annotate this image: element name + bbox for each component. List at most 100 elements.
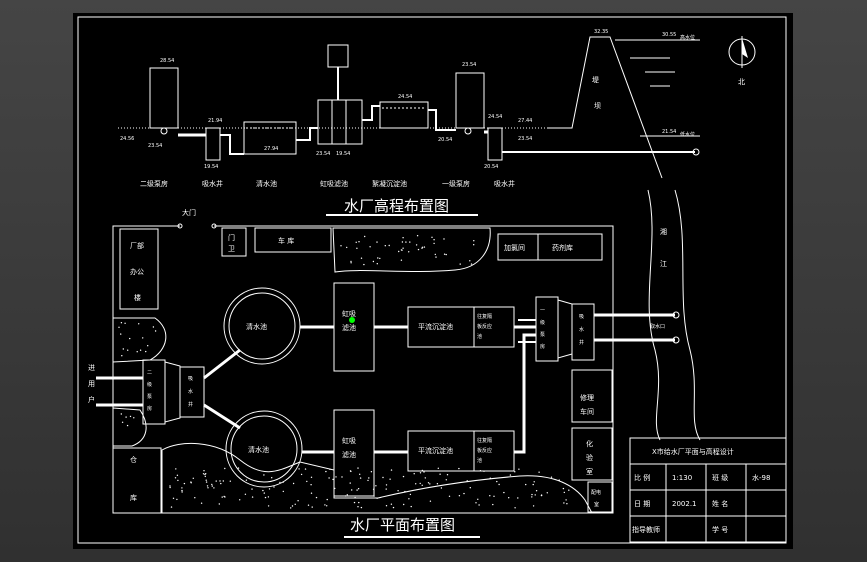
grass-dot <box>375 485 377 487</box>
svg-text:滤池: 滤池 <box>342 323 356 332</box>
grass-dot <box>181 491 183 493</box>
grass-dot <box>282 490 284 493</box>
river-bank <box>674 189 701 441</box>
grass-dot <box>325 470 327 473</box>
svg-text:日 期: 日 期 <box>634 500 650 508</box>
grass-dot <box>400 249 403 251</box>
grass-dot <box>384 245 386 247</box>
plan-repair-shop <box>571 369 613 423</box>
grass-dot <box>211 485 213 487</box>
svg-text:室: 室 <box>586 467 593 476</box>
svg-text:平流沉淀池: 平流沉淀池 <box>418 446 453 455</box>
svg-text:户: 户 <box>88 395 95 404</box>
grass-dot <box>540 494 543 497</box>
grass-dot <box>292 482 295 485</box>
elev-label: 19.54 <box>336 151 350 157</box>
grass-dot <box>202 473 205 475</box>
grass-dot <box>417 248 420 251</box>
grass-dot <box>181 489 183 492</box>
svg-text:修理: 修理 <box>580 393 594 402</box>
river-bank <box>647 189 661 441</box>
grass-dot <box>360 506 363 509</box>
plan-pipe <box>514 333 536 454</box>
plan-title: 水厂平面布置图 <box>350 516 455 534</box>
svg-text:水: 水 <box>188 388 193 395</box>
svg-text:加氯间: 加氯间 <box>504 243 525 252</box>
grass-dot <box>392 506 395 509</box>
grass-dot <box>409 493 412 496</box>
plan-warehouse <box>112 447 162 514</box>
grass-dot <box>341 476 343 478</box>
grass-dot <box>172 497 175 499</box>
svg-text:吸: 吸 <box>579 314 584 320</box>
grass-dot <box>390 503 393 505</box>
grass-dot <box>367 479 369 482</box>
grass-dot <box>311 506 313 508</box>
grass-dot <box>310 492 313 494</box>
elev-label: 30.55 <box>662 32 676 38</box>
grass-dot <box>535 490 538 492</box>
grass-dot <box>356 489 358 491</box>
grass-dot <box>138 323 140 325</box>
grass-dot <box>509 474 512 476</box>
grass-dot <box>517 497 519 499</box>
grass-dot <box>368 477 370 479</box>
grass-dot <box>220 482 222 485</box>
svg-text:化: 化 <box>586 439 593 448</box>
grass-dot <box>324 504 326 506</box>
grass-dot <box>470 263 473 265</box>
plan-lab <box>571 427 613 481</box>
svg-text:水-98: 水-98 <box>752 473 770 482</box>
grass-dot <box>213 487 215 489</box>
grass-dot <box>174 477 177 479</box>
north-arrow: 北 <box>728 36 756 86</box>
elev-label: 21.94 <box>208 118 222 124</box>
grass-dot <box>477 498 479 500</box>
grass-dot <box>294 503 296 505</box>
low-water-label: 低水位 <box>680 131 695 138</box>
grass-dot <box>354 496 356 499</box>
svg-text:楼: 楼 <box>134 293 141 302</box>
svg-text:板反应: 板反应 <box>477 447 492 454</box>
svg-text:池: 池 <box>477 333 482 340</box>
intake-head <box>692 148 700 156</box>
grass-dot <box>550 476 553 478</box>
elev-label: 19.54 <box>204 164 218 170</box>
grass-dot <box>356 247 358 249</box>
grass-dot <box>124 322 126 324</box>
grass-dot <box>244 493 247 495</box>
grass-dot <box>346 246 348 249</box>
grass-dot <box>298 468 300 470</box>
grass-dot <box>326 505 328 507</box>
grass-dot <box>190 481 192 483</box>
svg-text:验: 验 <box>586 453 593 462</box>
grass-dot <box>200 502 203 504</box>
label-clear-tank: 清水池 <box>256 179 277 188</box>
svg-text:吸: 吸 <box>188 376 193 382</box>
grass-dot <box>239 499 241 501</box>
filter-core <box>331 99 347 145</box>
grass-texture <box>118 235 570 509</box>
grass-dot <box>139 349 142 351</box>
grass-dot <box>423 471 425 473</box>
grass-dot <box>445 479 447 481</box>
svg-text:往复隔: 往复隔 <box>477 313 492 320</box>
svg-text:井: 井 <box>188 401 193 408</box>
grass-dot <box>355 241 357 243</box>
grass-dot <box>142 337 144 339</box>
grass-dot <box>297 500 299 502</box>
svg-text:门: 门 <box>228 233 235 242</box>
grass-dot <box>376 241 378 243</box>
grass-dot <box>315 496 318 499</box>
grass-dot <box>445 253 447 256</box>
grass-dot <box>120 333 122 335</box>
grass-dot <box>245 479 248 481</box>
cursor-marker[interactable] <box>349 317 355 323</box>
grass-dot <box>390 469 393 471</box>
grass-dot <box>121 421 124 423</box>
green-area <box>332 227 491 273</box>
grass-dot <box>215 480 217 482</box>
grass-dot <box>310 484 312 486</box>
dam-label: 堤 <box>592 75 599 84</box>
grass-dot <box>363 263 365 266</box>
